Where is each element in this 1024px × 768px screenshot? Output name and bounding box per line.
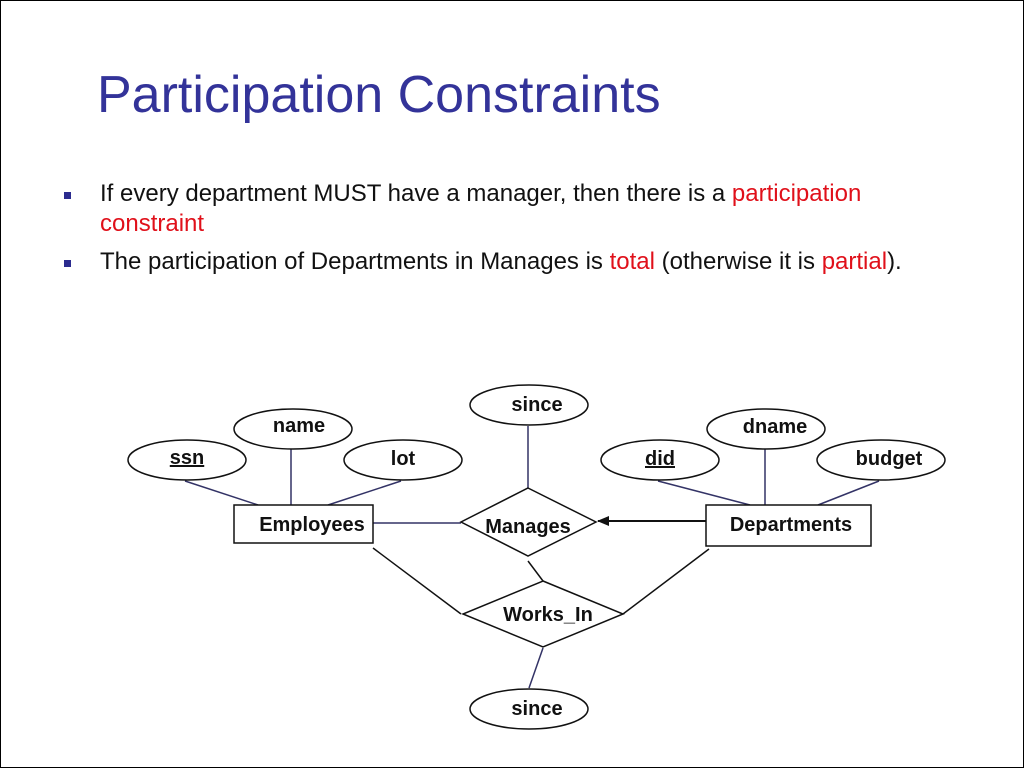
- connector-manages-works-in: [527, 560, 544, 582]
- attribute-label-budget: budget: [856, 448, 923, 470]
- relationship-label-manages: Manages: [485, 516, 571, 538]
- connector-employees-works-in: [372, 547, 462, 615]
- entity-label-departments: Departments: [730, 514, 852, 536]
- attribute-ssn: ssn: [127, 439, 247, 481]
- attribute-label-dname: dname: [743, 416, 807, 438]
- connector-departments-works-in: [622, 548, 710, 615]
- attribute-dname: dname: [706, 408, 826, 450]
- square-bullet-icon: [64, 260, 71, 267]
- highlighted-term: participation constraint: [100, 180, 862, 237]
- attribute-label-since: since: [511, 394, 562, 416]
- connector-did-departments: [657, 480, 751, 506]
- bullet-item: If every department MUST have a manager,…: [63, 179, 963, 239]
- attribute-label-since: since: [511, 698, 562, 720]
- relationship-works-in: Works_In: [461, 580, 625, 648]
- attribute-lot: lot: [343, 439, 463, 481]
- bullet-text-segment: (otherwise it is: [654, 248, 822, 275]
- attribute-label-name: name: [273, 415, 325, 437]
- bullet-text: If every department MUST have a manager,…: [100, 180, 861, 237]
- entity-departments: Departments: [705, 504, 872, 547]
- connector-works-in-since: [528, 647, 544, 689]
- highlighted-term: partial: [821, 248, 888, 275]
- connector-lot-employees: [327, 480, 402, 506]
- bullet-text-segment: ).: [887, 248, 902, 275]
- bullet-text-segment: The participation of Departments in Mana…: [100, 248, 610, 275]
- attribute-connectors: [184, 426, 880, 506]
- relationship-label-works-in: Works_In: [503, 604, 593, 626]
- bullet-item: The participation of Departments in Mana…: [63, 247, 963, 277]
- attribute-label-lot: lot: [391, 448, 416, 470]
- entity-label-employees: Employees: [259, 514, 365, 536]
- bullet-text: The participation of Departments in Mana…: [100, 248, 902, 275]
- connector-budget-departments: [817, 480, 880, 506]
- relationship-manages: Manages: [459, 487, 598, 557]
- bullet-list: If every department MUST have a manager,…: [63, 179, 963, 285]
- attribute-since-works-in: since: [469, 688, 589, 730]
- connector-ssn-employees: [184, 480, 259, 506]
- attribute-did: did: [600, 439, 720, 481]
- attribute-budget: budget: [816, 439, 946, 481]
- attribute-label-did: did: [645, 448, 675, 470]
- highlighted-term: total: [609, 248, 655, 275]
- square-bullet-icon: [64, 192, 71, 199]
- bullet-text-segment: If every department MUST have a manager,…: [100, 180, 732, 207]
- attribute-since-manages: since: [469, 384, 589, 426]
- attribute-label-ssn: ssn: [170, 447, 204, 469]
- attribute-name: name: [233, 408, 353, 450]
- relationship-connectors: [372, 516, 710, 689]
- entity-employees: Employees: [233, 504, 374, 544]
- slide-title: Participation Constraints: [97, 66, 661, 124]
